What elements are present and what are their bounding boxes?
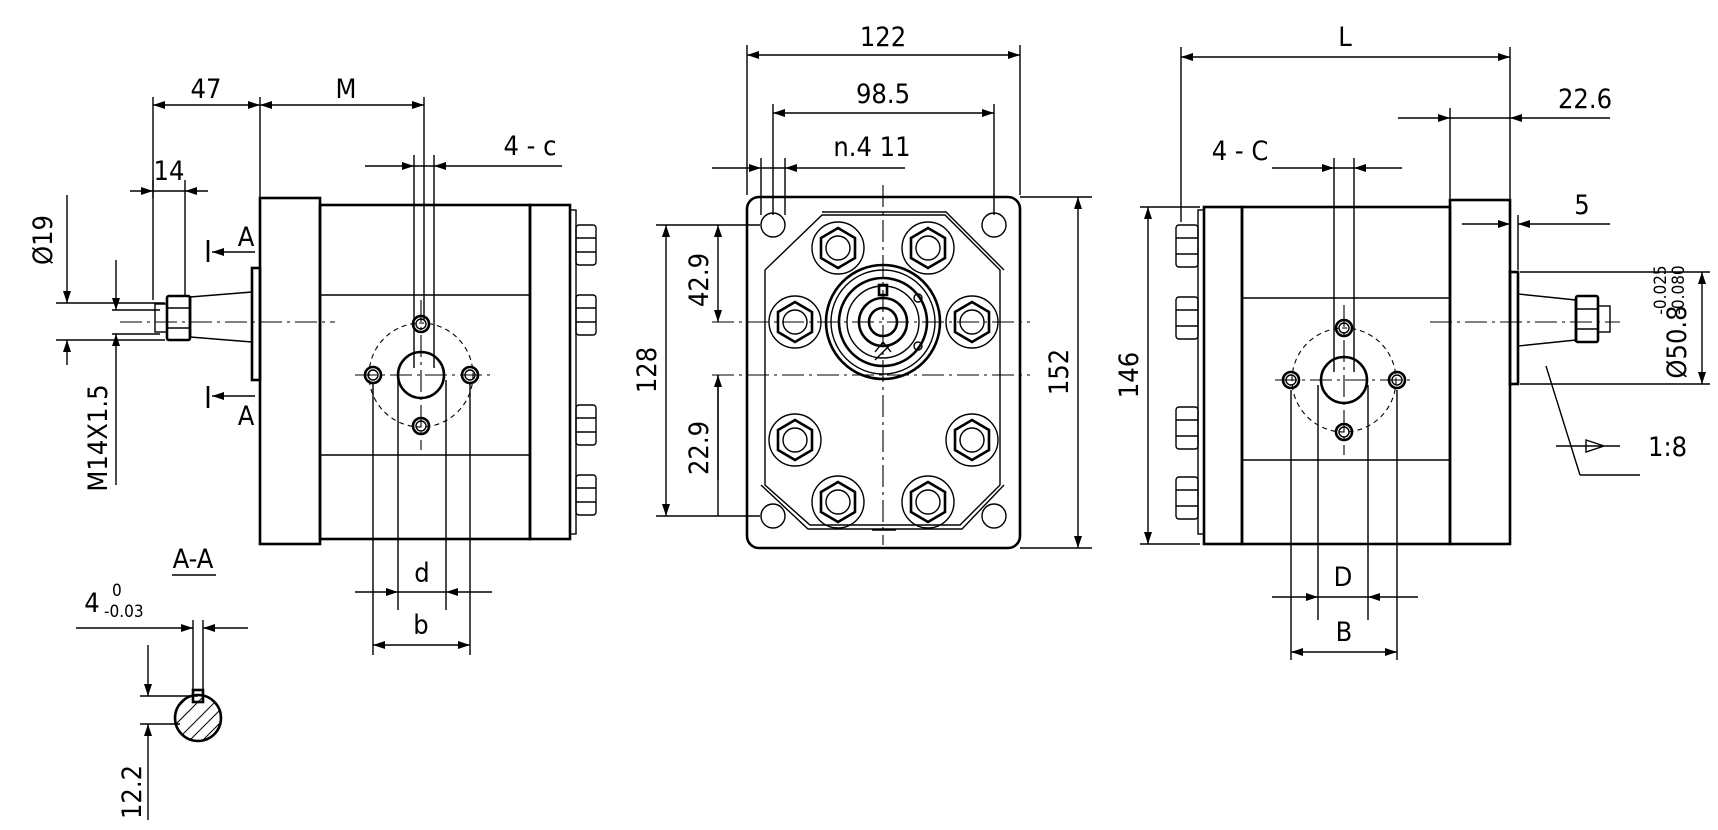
dim-42.9: 42.9 [684, 253, 715, 307]
dim-4-C: 4 - C [1212, 136, 1269, 167]
dim-D: D [1334, 562, 1353, 593]
dim-tol4-lower: -0.03 [104, 602, 144, 622]
dim-98.5: 98.5 [856, 79, 910, 110]
section-A-A-label: A-A [173, 544, 214, 575]
dim-n4-11: n.4 11 [833, 132, 910, 163]
dim-14: 14 [154, 156, 185, 187]
dim-47: 47 [191, 74, 222, 105]
dim-4-c: 4 - c [504, 131, 557, 162]
side-view-left [120, 196, 597, 546]
dim-152: 152 [1044, 349, 1075, 395]
dim-L: L [1338, 22, 1352, 53]
dim-22.9: 22.9 [684, 421, 715, 475]
dim-122: 122 [860, 22, 906, 53]
dim-146: 146 [1114, 352, 1145, 398]
left-dimensions: 47 M 14 Ø19 M14X1.5 A A 4 - [28, 74, 562, 655]
front-view [712, 185, 1030, 550]
dim-phi50.8-lower: -0.080 [1669, 265, 1689, 314]
dim-phi50.8: Ø50.8 [1662, 305, 1693, 378]
dim-tol4: 4 [84, 588, 99, 619]
dim-phi19: Ø19 [28, 215, 59, 265]
bolt-heads-right [1175, 224, 1199, 520]
dim-12.2: 12.2 [117, 765, 148, 819]
dim-M14X1.5: M14X1.5 [83, 384, 114, 491]
dim-M: M [336, 74, 357, 105]
dim-128: 128 [632, 347, 663, 393]
dim-tol4-upper: 0 [112, 581, 122, 601]
dim-B: B [1336, 617, 1353, 648]
dim-22.6: 22.6 [1558, 84, 1612, 115]
section-A-top: A [238, 222, 255, 253]
section-A-A: A-A 4 0 -0.03 12.2 [76, 544, 248, 820]
dim-phi50.8-upper: -0.025 [1651, 265, 1671, 314]
front-dimensions: 122 98.5 n.4 11 128 42.9 22.9 152 [632, 22, 1092, 549]
bolt-heads-left [575, 224, 597, 516]
section-A-bottom: A [238, 401, 255, 432]
dim-taper-1-8: 1:8 [1648, 432, 1687, 463]
right-dimensions: L 22.6 4 - C 5 146 Ø50.8 -0.025 -0.080 [1114, 22, 1710, 660]
dim-d: d [414, 558, 429, 589]
dim-b: b [413, 610, 428, 641]
dim-5: 5 [1574, 190, 1589, 221]
side-view-right [1175, 198, 1620, 546]
